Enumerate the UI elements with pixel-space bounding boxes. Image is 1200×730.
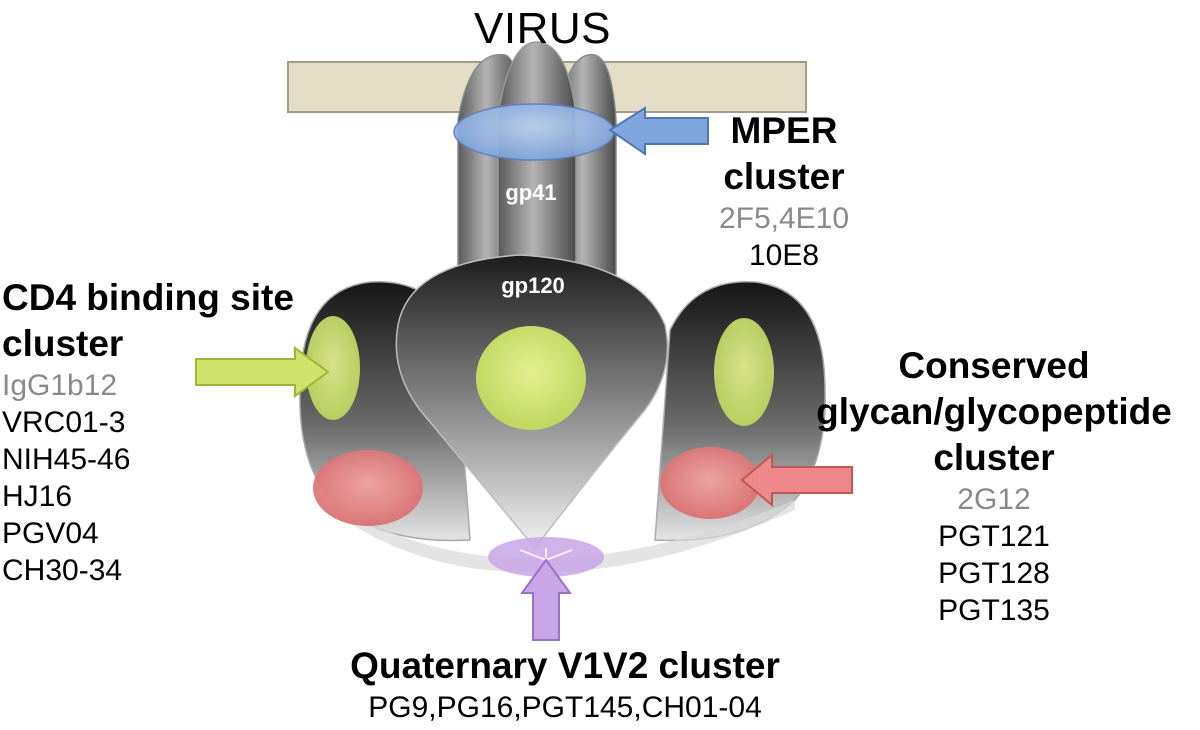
- cd4bs-heading-line2: cluster: [2, 323, 124, 364]
- cd4bs-antibody: NIH45-46: [2, 443, 131, 476]
- mper-antibody-grey: 2F5,4E10: [718, 202, 850, 235]
- cd4bs-antibody: VRC01-3: [2, 406, 126, 439]
- v1v2-arrow: [520, 558, 572, 641]
- gp120-label: gp120: [501, 273, 565, 298]
- cd4bs-antibody-grey: IgG1b12: [2, 369, 118, 402]
- glycan-antibody: PGT128: [938, 557, 1050, 590]
- gp41-label: gp41: [505, 180, 556, 205]
- mper-heading-line2: cluster: [723, 156, 845, 197]
- glycan-cluster-label: Conserved glycan/glycopeptide cluster 2G…: [790, 343, 1198, 629]
- cd4bs-epitope-right: [714, 318, 774, 426]
- v1v2-cluster-label: Quaternary V1V2 cluster PG9,PG16,PGT145,…: [300, 643, 830, 726]
- cd4bs-antibody: PGV04: [2, 517, 99, 550]
- v1v2-antibodies: PG9,PG16,PGT145,CH01-04: [368, 691, 762, 724]
- virus-title: VIRUS: [474, 4, 611, 53]
- cd4bs-arrow: [195, 346, 330, 398]
- glycan-arrow: [740, 452, 853, 508]
- glycan-antibody: PGT121: [938, 520, 1050, 553]
- v1v2-heading: Quaternary V1V2 cluster: [350, 645, 780, 686]
- mper-cluster-label: MPER cluster 2F5,4E10 10E8: [694, 108, 874, 274]
- glycan-heading-line2: glycan/glycopeptide: [816, 391, 1172, 432]
- mper-antibody: 10E8: [748, 239, 820, 272]
- cd4bs-cluster-label: CD4 binding site cluster IgG1b12 VRC01-3…: [2, 275, 294, 589]
- glycan-antibody-grey: 2G12: [957, 483, 1031, 516]
- cd4bs-epitope-center: [476, 326, 586, 430]
- cd4bs-epitope-left: [306, 316, 360, 420]
- mper-heading-line1: MPER: [730, 110, 838, 151]
- glycan-heading-line3: cluster: [933, 437, 1055, 478]
- cd4bs-heading-line1: CD4 binding site: [2, 277, 294, 318]
- mper-epitope: [453, 103, 615, 161]
- glycan-antibody: PGT135: [938, 594, 1050, 627]
- glycan-heading-line1: Conserved: [898, 345, 1090, 386]
- cd4bs-antibody: CH30-34: [2, 554, 123, 587]
- glycan-epitope-left: [313, 450, 423, 526]
- glycan-epitope-right: [660, 447, 760, 519]
- mper-arrow: [608, 106, 709, 156]
- cd4bs-antibody: HJ16: [2, 480, 73, 513]
